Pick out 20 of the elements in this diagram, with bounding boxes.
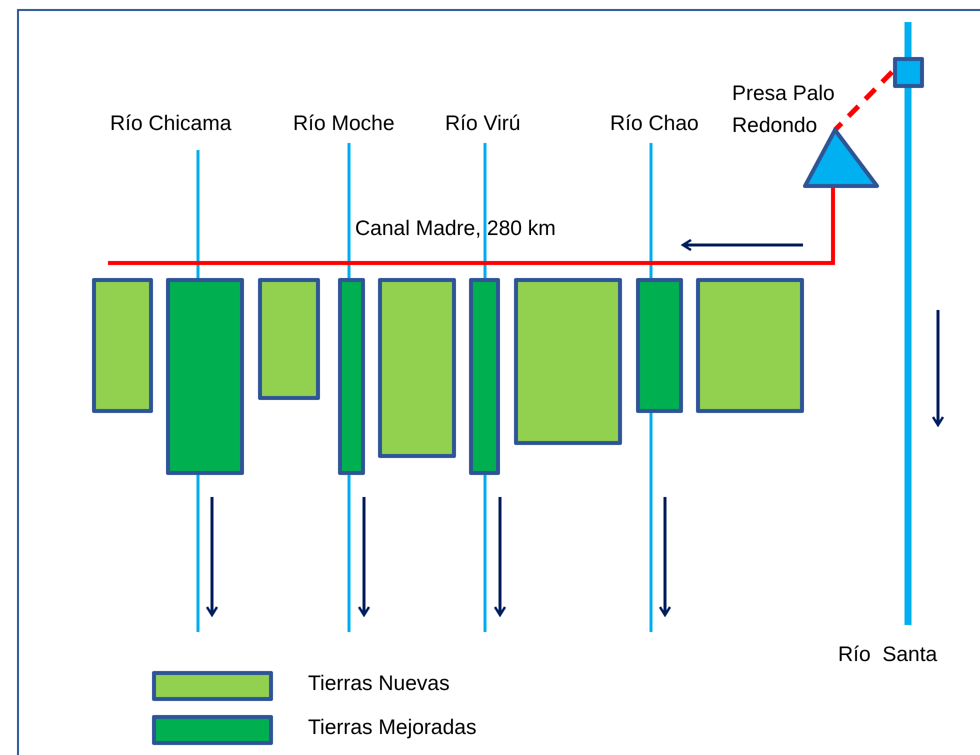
dam-label: Presa Palo Redondo	[732, 81, 836, 139]
river-name: Río Chicama	[110, 112, 232, 136]
canal-label: Canal Madre, 280 km	[355, 217, 556, 241]
legend-label: Tierras Mejoradas	[308, 716, 476, 740]
intake-box	[893, 57, 924, 88]
land-block	[636, 278, 683, 413]
land-block	[696, 278, 804, 413]
river-name: Río Chao	[610, 112, 699, 136]
land-block	[469, 278, 500, 475]
river-name: Río Virú	[445, 112, 520, 136]
river-name: Río Moche	[293, 112, 395, 136]
legend-label: Tierras Nuevas	[308, 672, 450, 696]
land-block	[166, 278, 244, 475]
land-block	[92, 278, 153, 413]
river-name: Río Santa	[838, 643, 938, 667]
land-block	[378, 278, 456, 458]
land-block	[338, 278, 365, 475]
dashed-connector	[833, 70, 894, 132]
land-block	[258, 278, 320, 400]
land-block	[514, 278, 622, 445]
